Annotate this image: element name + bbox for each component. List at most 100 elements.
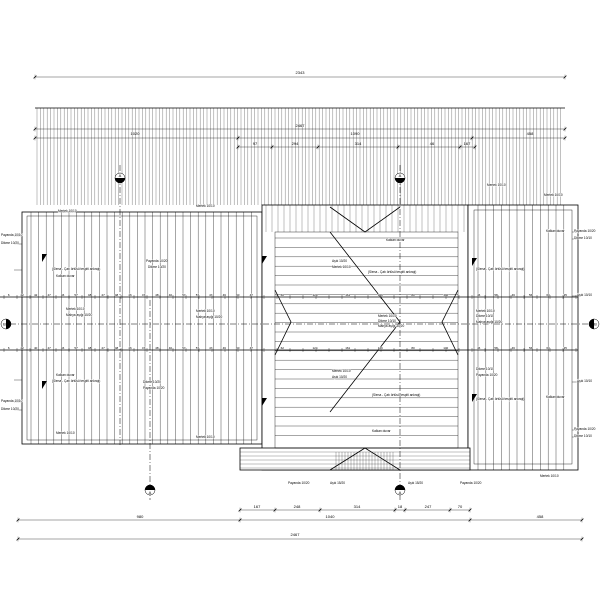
label-rafter: Mertek 10/10 [378,314,397,318]
label-anchor-note: (Siena - Çatı örtüsü tespiti ankrajı) [52,267,100,271]
spacing-label: 42 [34,293,38,297]
label-rafter: Mertek 10/10 [476,309,495,313]
spacing-label: 47 [209,346,213,350]
label-post: Dikme 10/10 [476,367,494,371]
dimension-bottom-total: 2467 [291,532,301,537]
spacing-label: 46 [128,293,132,297]
roof-blocks [21,204,579,471]
section-arrow-icon [262,398,267,406]
label-strut: Payanda 10/20 [146,259,168,263]
dimension-tick [393,508,397,512]
spacing-label: 47 [250,346,254,350]
dimension-tick [563,136,567,140]
dimension-tick [33,75,37,79]
top-gable-triangle [329,206,401,233]
label-purlin: Aşık 10/20 [332,259,347,263]
spacing-label: 47 [101,346,105,350]
dimension-detail: 248 [294,504,301,509]
spacing-label: 46 [223,346,227,350]
label-purlin: Aşık 10/10 [577,379,592,383]
dimension-tick [473,145,477,149]
dimension-detail: 314 [354,504,361,509]
spacing-label: 124 [312,346,317,350]
label-rafter: Mertek 10/10 [540,474,559,478]
label-strut: Payanda 10/10 [1,233,23,237]
label-post: Dikme 10/10 [378,319,396,323]
dimension-tick [468,518,472,522]
label-gable-wall: Kalkan duvar [56,274,76,278]
spacing-label: 47 [48,346,52,350]
spacing-label: 56 [529,346,533,350]
spacing-label: 47 [48,293,52,297]
bottom-gable-triangle [329,447,401,471]
spacing-label: 46 [477,293,481,297]
dimension-tick [238,508,242,512]
marker-letter: A [119,173,122,178]
dimension-tick [238,518,242,522]
spacing-label: 58 [494,293,498,297]
dimension-tick [563,75,567,79]
label-rafter: Mertek 10/10 [332,369,351,373]
dimension-tick [273,508,277,512]
section-arrow-icon [262,256,267,264]
spacing-label: 48 [115,293,119,297]
left-wing-inner-outline [26,215,258,441]
label-post: Dikme 10/10 [574,236,592,240]
label-rafter: Mertek 10/10 [56,431,75,435]
label-strut: Payanda 10/20 [288,481,310,485]
spacing-label: 146 [378,346,383,350]
dimension-tick [270,145,274,149]
section-marker-right: B [588,318,600,330]
label-gable-wall: Kalkan duvar [546,395,566,399]
label-purlin: Aşık 15/20 [330,481,345,485]
label-post: Dikme 10/20 [1,241,19,245]
spacing-label: 57 [182,293,186,297]
spacing-label: 80 [411,346,415,350]
section-marker-bottom-right: A [394,484,406,496]
spacing-label: 47 [101,293,105,297]
dimension-tick [403,508,407,512]
bottom-eave-strip [239,447,471,471]
dimension-tick [448,508,452,512]
right-wing-inner-outline [473,209,573,465]
dimension-lines [16,74,584,542]
dimension-detail: 97 [253,141,258,146]
dimension-tick [458,145,462,149]
dimension-detail: 18 [398,504,403,509]
spacing-label: 146 [378,293,383,297]
section-marker-left: B [0,318,12,330]
dimension-segment: 980 [137,514,144,519]
dimension-tick [563,127,567,131]
label-strut: Payanda 10/20 [476,373,498,377]
dimension-segment: 1040 [326,514,336,519]
spacing-label: 46 [61,293,65,297]
spacing-label: 35 [564,346,568,350]
spacing-label: 47 [250,293,254,297]
dimension-detail: 167 [254,504,261,509]
spacing-label: 35 [564,293,568,297]
label-rafter: Mertek 10/10 [66,307,85,311]
dimension-tick [33,127,37,131]
spacing-label: 40 [34,346,38,350]
spacing-label: 48 [155,293,159,297]
label-ridge-purlin: Mahya aşığı 10/20 [378,324,404,328]
spacing-label: 140 [443,293,448,297]
spacing-label: 46 [477,346,481,350]
spacing-label: 57 [74,293,78,297]
spacing-label: 6 [8,346,10,350]
label-anchor-note: (Siena - Çatı örtüsü tespiti ankrajı) [368,270,416,274]
member-labels: Mertek 10/10 Mertek 10/10 Payanda 10/10 … [1,183,596,486]
spacing-label: 6 [8,293,10,297]
label-gable-wall: Kalkan duvar [386,238,406,242]
spacing-label: 60 [281,293,285,297]
dimension-overall: 2467 [296,123,306,128]
label-gable-wall: Kalkan duvar [56,373,76,377]
label-post: Dikme 10/20 [143,380,161,384]
dimension-segment: 458 [537,514,544,519]
spacing-label: 46 [128,346,132,350]
spacing-label: 140 [443,346,448,350]
section-arrow-icon [42,381,47,389]
dimension-tick [33,136,37,140]
spacing-label: 46 [61,346,65,350]
